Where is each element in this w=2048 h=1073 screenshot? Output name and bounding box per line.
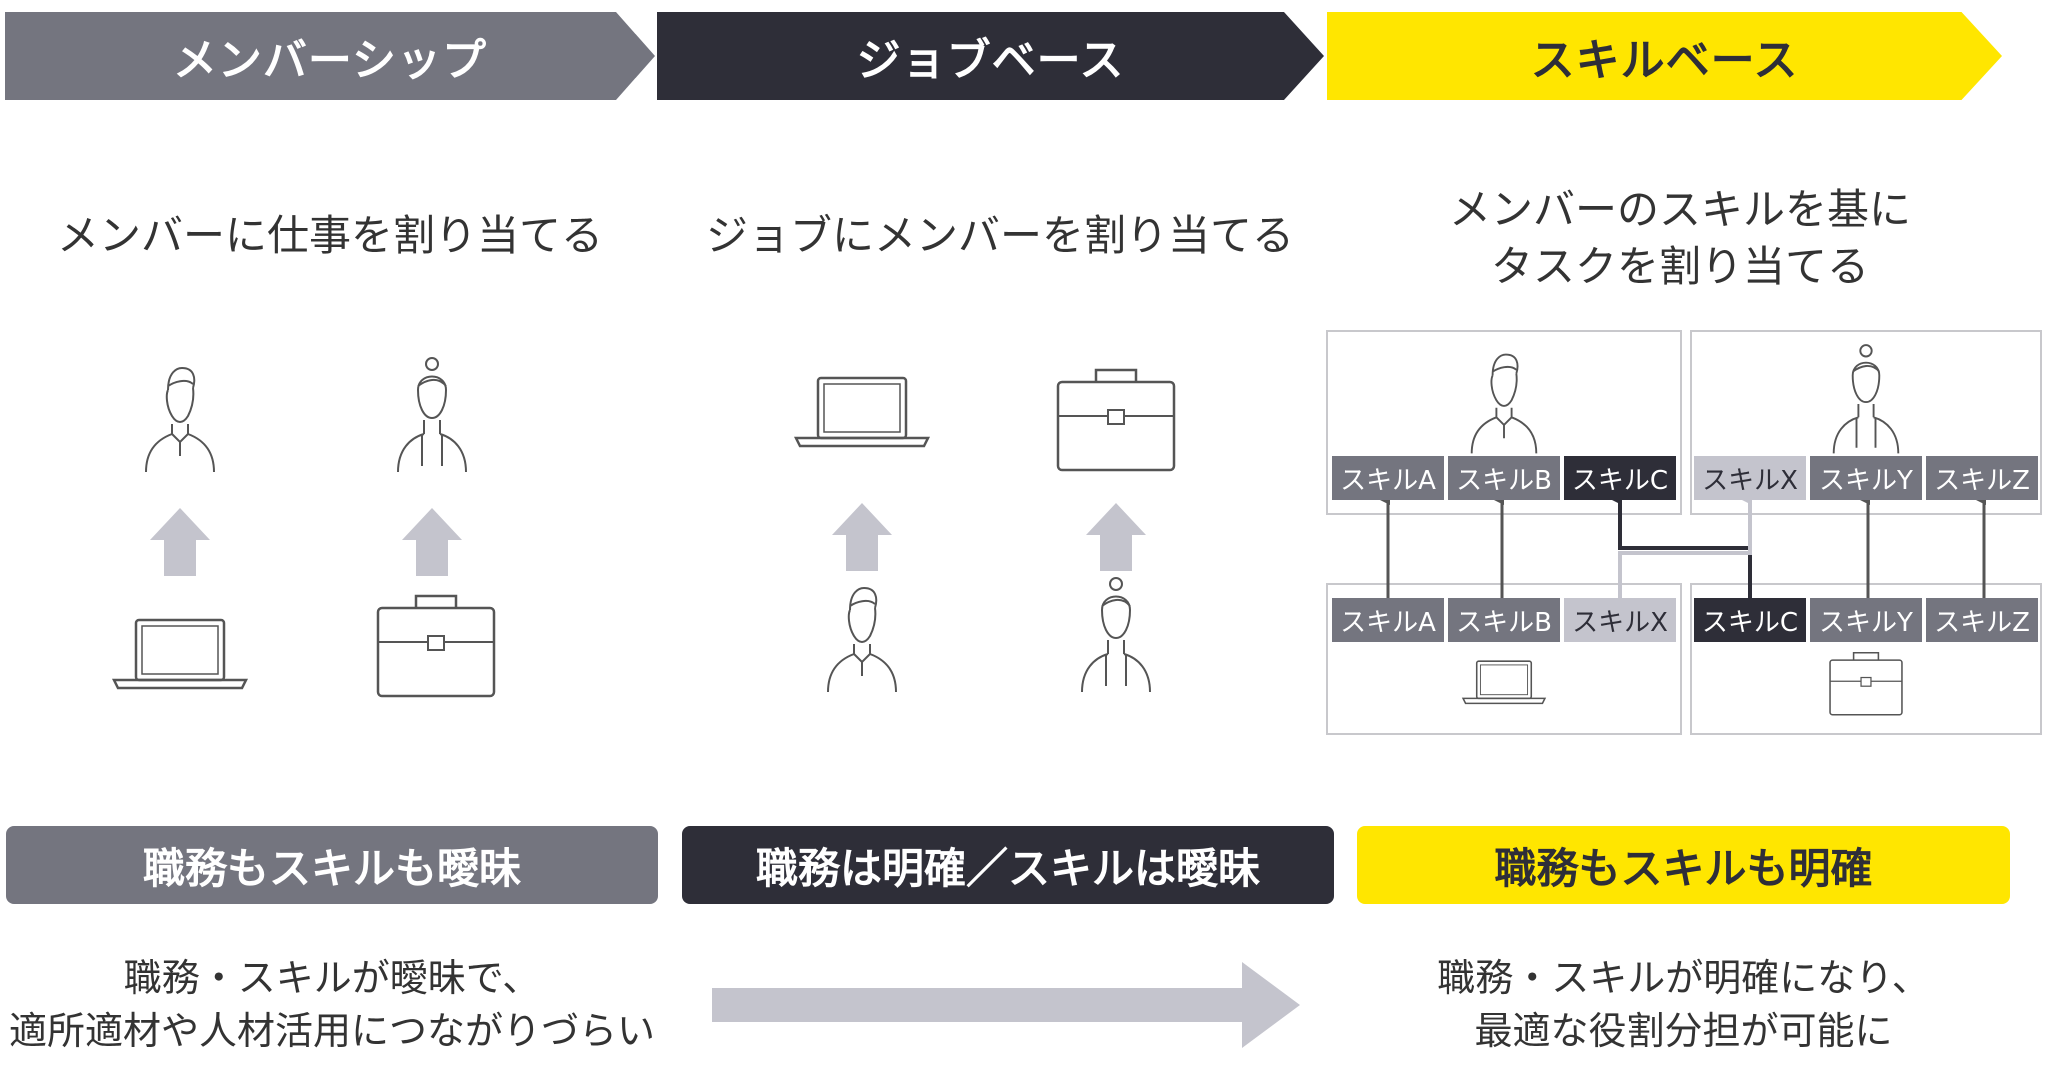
band-job-based: 職務は明確／スキルは曖昧 — [682, 826, 1334, 904]
skill-chip-b: スキルB — [1448, 598, 1560, 642]
skill-chip-z: スキルZ — [1926, 456, 2038, 500]
band-label: 職務は明確／スキルは曖昧 — [755, 843, 1260, 893]
right-arrow-icon — [712, 962, 1300, 1048]
description-line: 適所適材や人材活用につながりづらい — [8, 1009, 655, 1054]
skill-chip-x: スキルX — [1694, 456, 1806, 500]
skill-heading-line2: タスクを割り当てる — [1490, 241, 1869, 291]
stage-label: スキルベース — [1530, 35, 1799, 86]
band-membership: 職務もスキルも曖昧 — [6, 826, 658, 904]
membership-description: 職務・スキルが曖昧で、 適所適材や人材活用につながりづらい — [6, 952, 658, 1058]
skill-chip-x: スキルX — [1564, 598, 1676, 642]
description-line: 最適な役割分担が可能に — [1474, 1009, 1893, 1054]
skill-heading: メンバーのスキルを基に タスクを割り当てる — [1360, 182, 2000, 295]
band-label: 職務もスキルも明確 — [1494, 843, 1873, 893]
skill-chip-a: スキルA — [1332, 598, 1444, 642]
skill-chip-y: スキルY — [1810, 598, 1922, 642]
job-heading: ジョブにメンバーを割り当てる — [705, 211, 1294, 260]
skill-chip-z: スキルZ — [1926, 598, 2038, 642]
skill-heading-line1: メンバーのスキルを基に — [1448, 185, 1911, 234]
skill-chip-c: スキルC — [1564, 456, 1676, 500]
skill-description: 職務・スキルが明確になり、 最適な役割分担が可能に — [1357, 952, 2010, 1058]
skill-chip-b: スキルB — [1448, 456, 1560, 500]
skill-chip-c: スキルC — [1694, 598, 1806, 642]
stage-label: ジョブベース — [856, 35, 1125, 86]
stage-job-based: ジョブベース — [657, 12, 1324, 100]
stage-membership: メンバーシップ — [5, 12, 655, 100]
stage-skill-based: スキルベース — [1327, 12, 2002, 100]
skill-chip-y: スキルY — [1810, 456, 1922, 500]
skill-chip-a: スキルA — [1332, 456, 1444, 500]
band-skill-based: 職務もスキルも明確 — [1357, 826, 2010, 904]
description-line: 職務・スキルが曖昧で、 — [123, 956, 541, 1000]
description-line: 職務・スキルが明確になり、 — [1437, 956, 1930, 1000]
membership-heading: メンバーに仕事を割り当てる — [56, 211, 603, 260]
stage-label: メンバーシップ — [172, 35, 488, 86]
band-label: 職務もスキルも曖昧 — [142, 843, 521, 893]
